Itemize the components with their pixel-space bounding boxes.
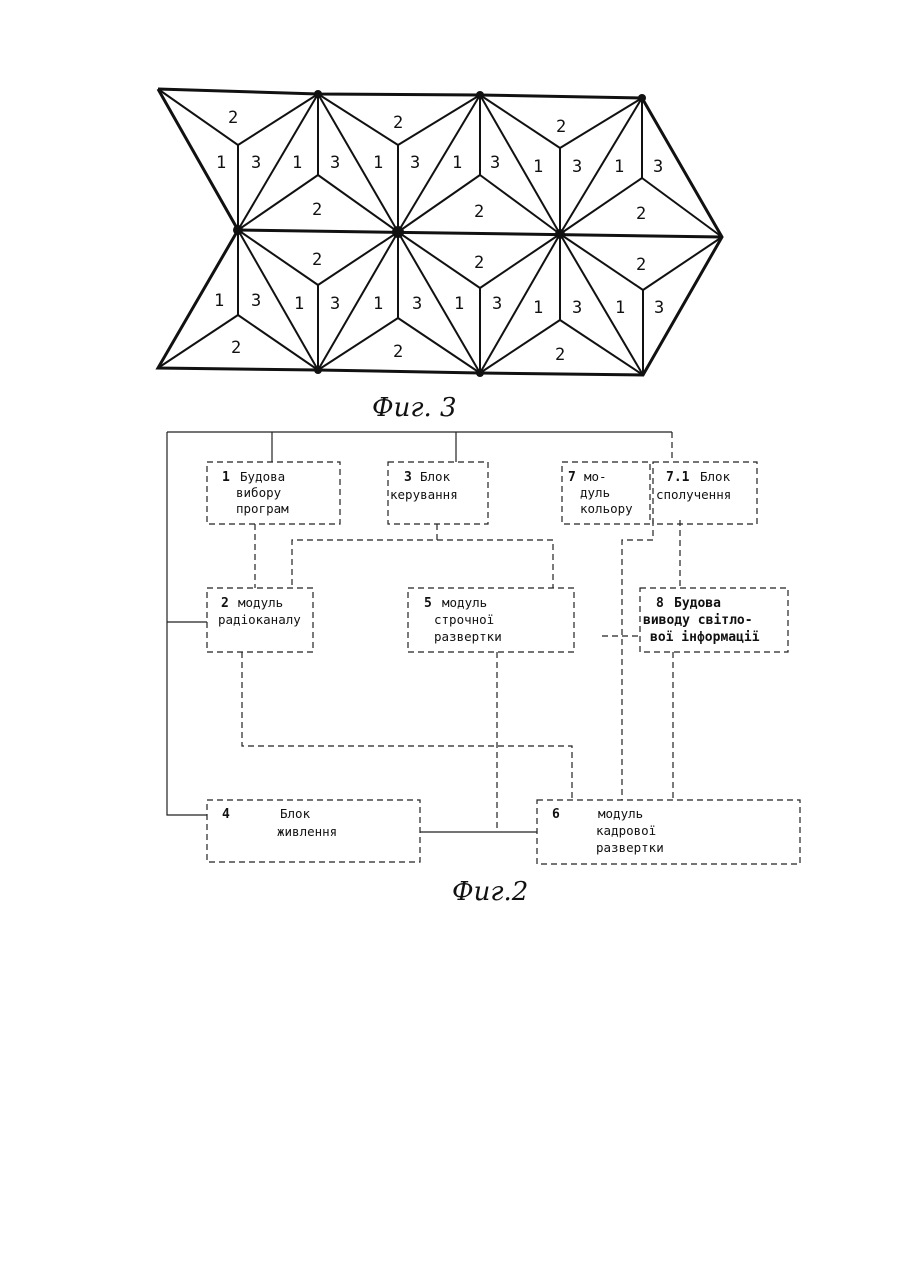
region-label: 3 [492, 294, 502, 314]
svg-text:живлення: живлення [277, 824, 337, 839]
region-label: 1 [214, 291, 224, 311]
region-label: 3 [330, 294, 340, 314]
svg-text:модуль: модуль [598, 806, 643, 821]
block-6-frame-scan: 6 модуль кадрової развертки [537, 800, 800, 864]
region-label: 2 [312, 200, 322, 220]
svg-text:вибору: вибору [236, 485, 282, 500]
svg-text:5: 5 [424, 596, 432, 611]
svg-text:програм: програм [236, 501, 289, 516]
svg-text:4: 4 [222, 807, 230, 822]
block-2-radio-channel: 2 модуль радіоканалу [207, 588, 313, 652]
svg-text:6: 6 [552, 807, 560, 822]
region-label: 3 [412, 294, 422, 314]
svg-text:7.1: 7.1 [666, 470, 690, 485]
svg-text:Блок: Блок [700, 469, 731, 484]
svg-text:развертки: развертки [596, 840, 664, 855]
region-label: 3 [490, 153, 500, 173]
region-label: 3 [251, 153, 261, 173]
svg-text:модуль: модуль [442, 595, 487, 610]
svg-text:Блок: Блок [280, 806, 311, 821]
region-label: 1 [614, 157, 624, 177]
region-label: 1 [294, 294, 304, 314]
svg-text:строчної: строчної [434, 612, 494, 627]
region-label: 3 [410, 153, 420, 173]
svg-text:сполучення: сполучення [656, 487, 731, 502]
block-7-color-module: 7 мо- дуль кольору [562, 462, 650, 524]
region-label: 1 [292, 153, 302, 173]
svg-text:8: 8 [656, 596, 664, 611]
fig3-caption: Фиг. 3 [372, 393, 457, 423]
region-label: 3 [653, 157, 663, 177]
svg-text:Блок: Блок [420, 469, 451, 484]
fig3-tiling: 2 1 3 1 3 2 2 1 3 1 3 2 2 1 3 1 3 2 2 1 … [158, 89, 722, 423]
block-5-line-scan: 5 модуль строчної развертки [408, 588, 574, 652]
block-7-1-coupling: 7.1 Блок сполучення [653, 462, 757, 524]
region-label: 3 [572, 298, 582, 318]
region-label: 2 [228, 108, 238, 128]
region-label: 3 [330, 153, 340, 173]
block-8-light-output: 8 Будова виводу світло- вої інформації [640, 588, 788, 652]
region-label: 2 [474, 202, 484, 222]
svg-text:кадрової: кадрової [596, 823, 656, 838]
svg-text:керування: керування [390, 487, 458, 502]
region-label: 2 [231, 338, 241, 358]
svg-text:Будова: Будова [674, 596, 721, 611]
region-label: 2 [555, 345, 565, 365]
svg-text:7: 7 [568, 470, 576, 485]
region-label: 1 [373, 153, 383, 173]
region-label: 2 [636, 255, 646, 275]
svg-text:кольору: кольору [580, 501, 633, 516]
region-label: 3 [654, 298, 664, 318]
region-label: 3 [251, 291, 261, 311]
svg-text:радіоканалу: радіоканалу [218, 612, 301, 627]
block-4-power-supply: 4 Блок живлення [207, 800, 420, 862]
region-label: 1 [615, 298, 625, 318]
fig2-block-diagram: 1 Будова вибору програм 3 Блок керування… [167, 432, 800, 907]
region-label: 2 [636, 204, 646, 224]
svg-text:развертки: развертки [434, 629, 502, 644]
tiling-lower-cells [158, 230, 722, 375]
svg-text:модуль: модуль [238, 595, 283, 610]
svg-text:Будова: Будова [240, 469, 285, 484]
region-label: 2 [556, 117, 566, 137]
svg-text:виводу світло-: виводу світло- [643, 613, 753, 628]
region-label: 2 [474, 253, 484, 273]
region-label: 3 [572, 157, 582, 177]
svg-text:3: 3 [404, 470, 412, 485]
svg-text:вої інформації: вої інформації [650, 630, 760, 645]
svg-text:1: 1 [222, 470, 230, 485]
svg-text:мо-: мо- [584, 469, 607, 484]
region-label: 1 [454, 294, 464, 314]
region-label: 1 [216, 153, 226, 173]
region-label: 1 [533, 157, 543, 177]
region-label: 2 [393, 113, 403, 133]
region-label: 1 [373, 294, 383, 314]
block-3-control: 3 Блок керування [388, 462, 488, 524]
svg-text:дуль: дуль [580, 485, 610, 500]
region-label: 1 [533, 298, 543, 318]
block-1-program-select: 1 Будова вибору програм [207, 462, 340, 524]
fig2-caption: Фиг.2 [452, 877, 528, 907]
region-label: 1 [452, 153, 462, 173]
region-label: 2 [393, 342, 403, 362]
tiling-midline [238, 230, 722, 237]
region-label: 2 [312, 250, 322, 270]
svg-text:2: 2 [221, 596, 229, 611]
